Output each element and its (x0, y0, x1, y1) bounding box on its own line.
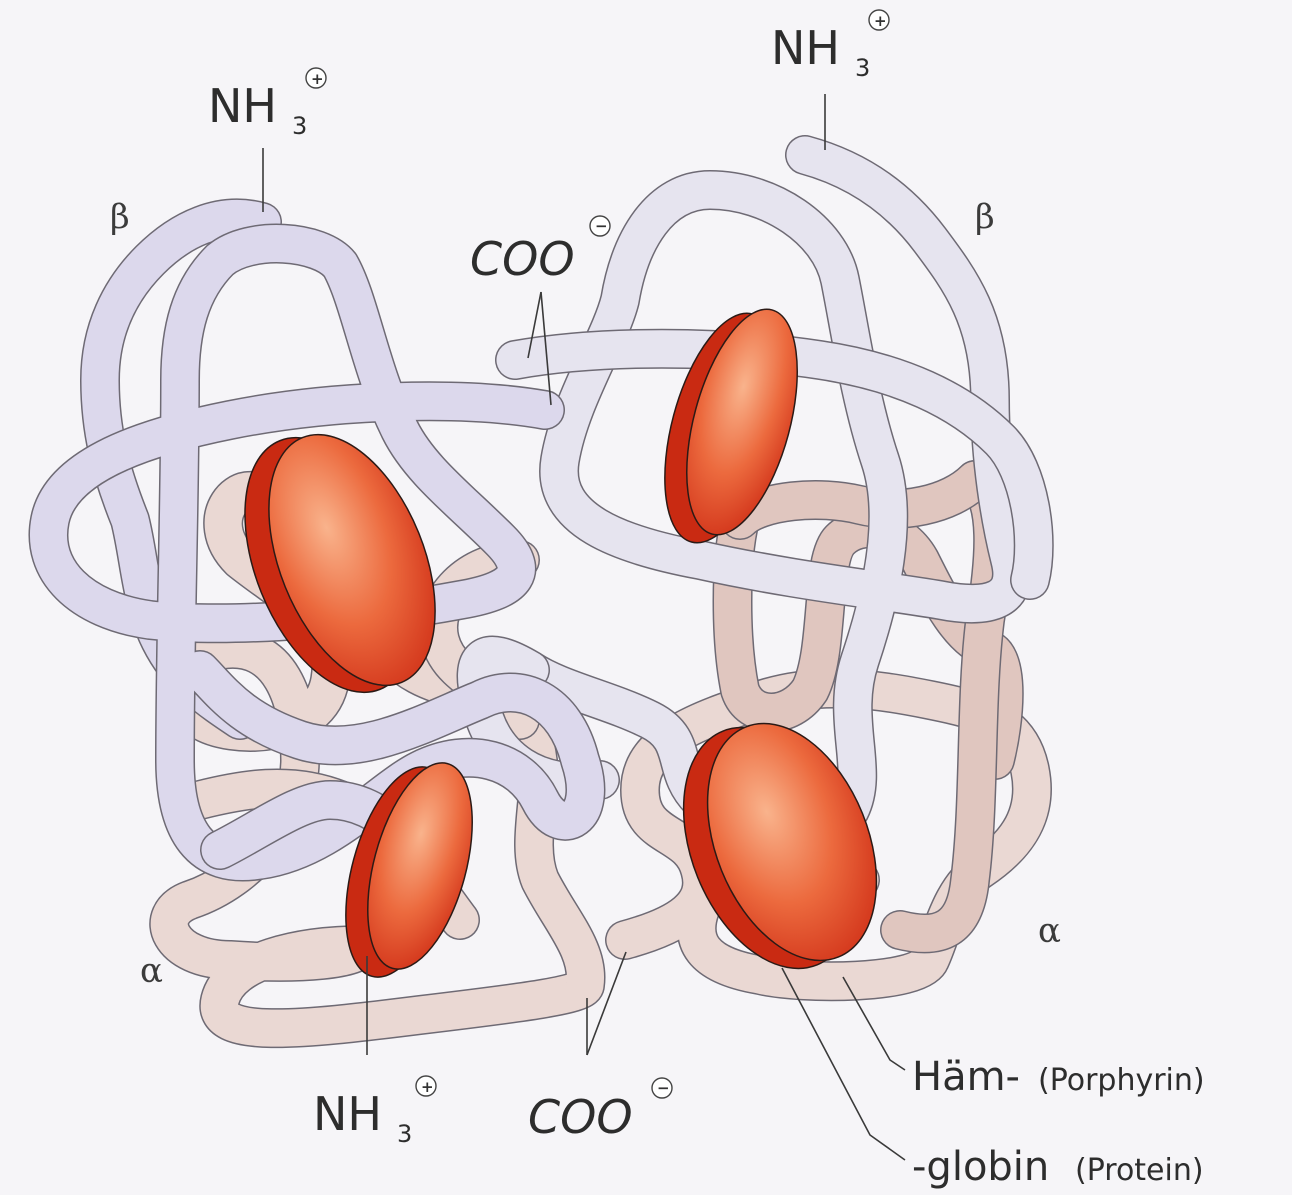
svg-text:3: 3 (397, 1120, 412, 1148)
heme-caption: Häm- (Porphyrin) (912, 1054, 1205, 1100)
nh3-label-bottom: NH 3 + (313, 1076, 436, 1148)
beta-label-right: β (975, 197, 995, 237)
svg-text:NH: NH (313, 1087, 382, 1141)
svg-text:-globin: -globin (912, 1144, 1049, 1190)
svg-text:+: + (874, 12, 887, 30)
svg-text:3: 3 (855, 54, 870, 82)
alpha-label-right: α (1038, 911, 1061, 951)
svg-text:−: − (595, 217, 608, 235)
coo-label-bottom: COO − (528, 1078, 672, 1144)
svg-text:+: + (311, 70, 324, 88)
svg-text:COO: COO (528, 1090, 633, 1144)
svg-text:(Porphyrin): (Porphyrin) (1038, 1063, 1205, 1098)
svg-text:(Protein): (Protein) (1075, 1153, 1204, 1188)
nh3-label-top-right: NH 3 + (771, 10, 889, 82)
beta-label-left: β (110, 197, 130, 237)
svg-text:+: + (421, 1078, 434, 1096)
svg-text:COO: COO (470, 232, 575, 286)
alpha-label-left: α (140, 951, 163, 991)
svg-text:−: − (657, 1079, 670, 1097)
svg-text:3: 3 (292, 112, 307, 140)
globin-caption: -globin (Protein) (912, 1144, 1204, 1190)
coo-label-top: COO − (470, 216, 610, 286)
svg-text:Häm-: Häm- (912, 1054, 1020, 1100)
nh3-label-top-left: NH 3 + (208, 68, 326, 140)
svg-text:NH: NH (771, 21, 840, 75)
svg-text:NH: NH (208, 79, 277, 133)
